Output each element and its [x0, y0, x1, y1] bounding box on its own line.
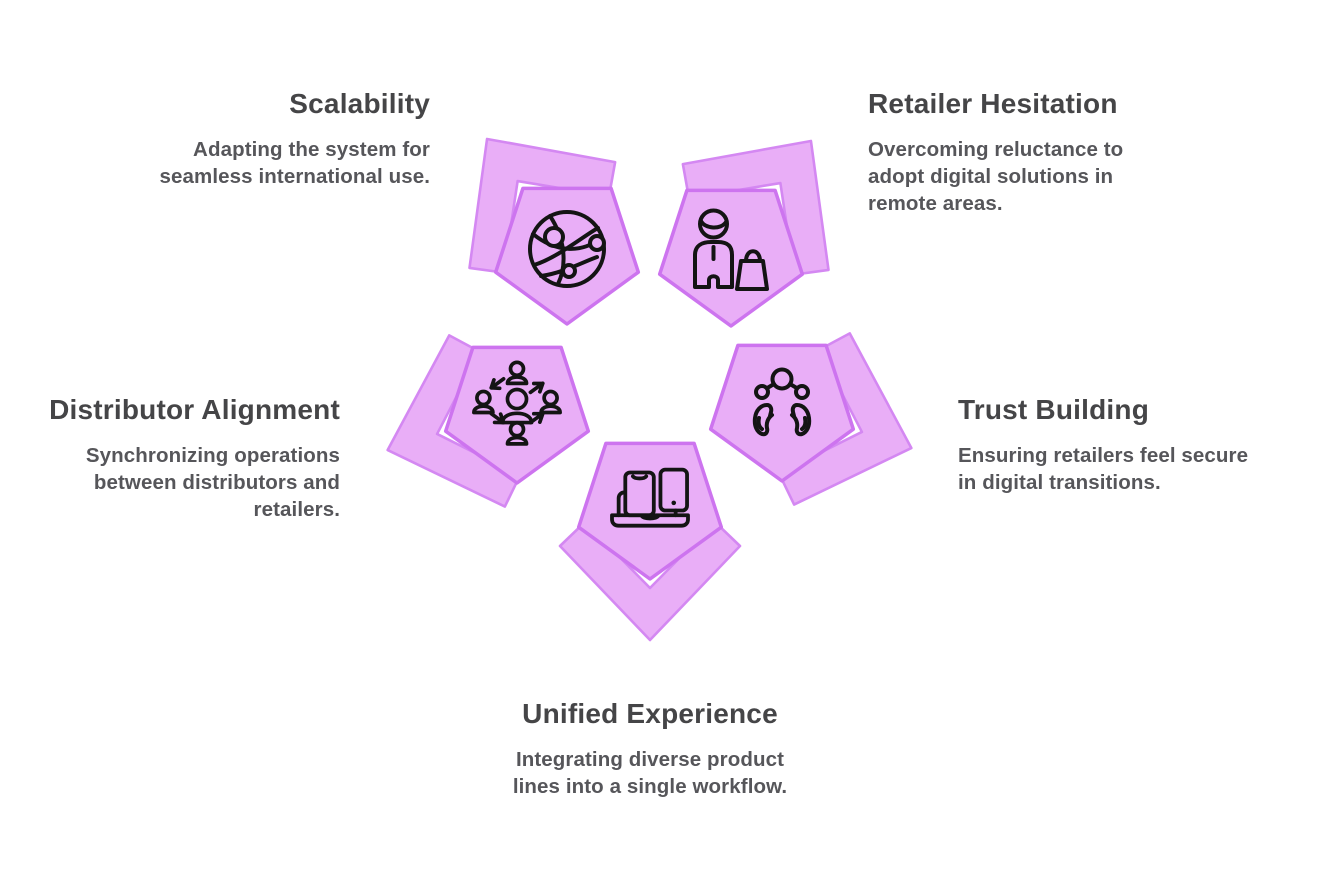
unit-scalability [412, 84, 641, 326]
shopper-bag-icon [693, 208, 769, 291]
item-title: Trust Building [958, 394, 1150, 425]
unit-trust-building [708, 324, 941, 535]
globe-network-icon [528, 210, 606, 288]
label-unified-experience: Unified Experience Integrating diverse p… [400, 698, 900, 800]
item-description: Ensuring retailers feel secure in digita… [958, 444, 1249, 495]
label-trust-building: Trust Building Ensuring retailers feel s… [958, 394, 1298, 496]
label-retailer-hesitation: Retailer Hesitation Overcoming reluctanc… [868, 88, 1268, 217]
hands-molecule-icon [752, 367, 812, 437]
pentagon-scalability [493, 186, 641, 326]
unit-retailer-hesitation [657, 86, 886, 328]
item-description: Synchronizing operations between distrib… [85, 444, 340, 522]
unit-unified-experience [558, 441, 742, 642]
item-title: Unified Experience [522, 698, 778, 729]
item-title: Retailer Hesitation [868, 88, 1118, 119]
label-distributor-alignment: Distributor Alignment Synchronizing oper… [0, 394, 340, 523]
item-title: Scalability [289, 88, 430, 119]
team-sync-icon [472, 360, 562, 446]
unit-distributor-alignment [358, 326, 591, 537]
item-description: Adapting the system for seamless interna… [159, 138, 430, 189]
item-description: Integrating diverse product lines into a… [512, 748, 788, 799]
item-description: Overcoming reluctance to adopt digital s… [868, 138, 1124, 216]
label-scalability: Scalability Adapting the system for seam… [0, 88, 430, 190]
devices-icon [610, 467, 690, 528]
item-title: Distributor Alignment [49, 394, 340, 425]
